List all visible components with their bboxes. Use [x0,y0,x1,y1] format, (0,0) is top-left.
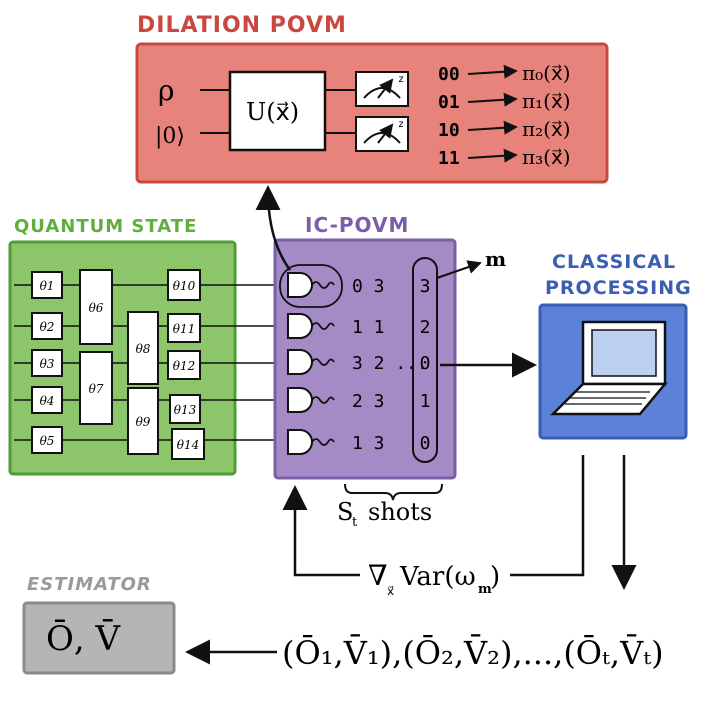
gate-box [167,350,201,380]
signal-squiggle [311,396,335,404]
shots-symbol: S [337,498,353,526]
outcome-row-text: 0 3 [352,276,385,297]
sequence-text: (Ō₁,V̄₁),(Ō₂,V̄₂),...,(Ōₜ,V̄ₜ) [282,634,664,672]
ket-zero-label: |0⟩ [155,124,185,149]
ic-povm-title: IC-POVM [305,213,409,237]
gate-box [167,269,201,301]
gate-box [127,311,159,385]
ic-povm-box [273,238,457,480]
outcome-pi: π₃(x⃗) [522,145,571,169]
outcome-row-text: 1 1 [352,317,385,338]
estimator-title: ESTIMATOR [27,574,152,595]
gate-box [79,351,113,425]
outcome-column-value: 3 [420,276,431,297]
outcome-column-value: 1 [420,391,431,412]
gate-label: θ1 [40,279,55,293]
signal-squiggle [311,322,335,330]
detector-icon [287,313,313,339]
outcome-pi: π₁(x⃗) [522,89,571,113]
gate-box [31,312,63,340]
svg-text:z: z [398,74,404,85]
gate-label: θ4 [40,394,55,408]
gate-box [169,394,201,424]
gate-box [31,386,63,414]
svg-text:z: z [398,119,404,130]
signal-squiggle [311,358,335,366]
meter-icon: z [355,71,409,107]
gate-label: θ6 [89,301,104,315]
m-label: m [485,247,506,271]
dilation-title: DILATION POVM [137,13,347,38]
outcome-bits: 11 [438,148,460,169]
gate-box [167,313,201,343]
meter-icon: z [355,116,409,152]
classical-title-line2: PROCESSING [545,277,692,299]
gate-label: θ9 [136,415,151,429]
gate-label: θ13 [174,403,197,417]
outcome-pi: π₂(x⃗) [522,117,571,141]
gradient-close: ) [490,562,500,592]
estimator-content: Ō, V̄ [46,618,121,659]
gate-label: θ3 [40,357,55,371]
rho-label: ρ [158,74,174,107]
gate-box [31,349,63,377]
outcome-column-oval [412,257,438,463]
gradient-var: Var(ω [399,562,476,592]
outcome-list: 00 π₀(x⃗) 01 π₁(x⃗) 10 π₂(x⃗) 11 π₃(x⃗) [438,61,571,169]
classical-title-line1: CLASSICAL [552,251,676,273]
gradient-subscript-m: m [478,582,492,597]
detector-icon [287,429,313,455]
outcome-row-text: 2 3 [352,391,385,412]
outcome-row-text: 1 3 [352,433,385,454]
shots-subscript: t [352,515,358,530]
detector-icon [287,272,313,298]
gate-label: θ2 [40,320,55,334]
outcome-bits: 10 [438,120,460,141]
outcome-row-text: 3 2 ... [352,353,428,374]
gate-box [127,387,159,455]
outcome-pi: π₀(x⃗) [522,61,571,85]
gate-label: θ5 [40,434,55,448]
circuit-gates: θ1 θ2 θ3 θ4 θ5 θ6 θ7 θ8 θ9 θ10 θ11 θ12 θ13 θ14 [31,269,205,460]
outcome-arrow [467,64,518,79]
gate-label: θ11 [173,322,196,336]
estimator-box [22,601,176,675]
gate-label: θ14 [177,438,200,452]
outcome-bits: 01 [438,92,460,113]
outcome-arrow [467,148,518,163]
outcome-column-value: 2 [420,317,431,338]
signal-squiggle [311,438,335,446]
outcome-bits: 00 [438,64,460,85]
laptop-icon [549,320,668,416]
shots-word: shots [368,498,432,526]
gradient-subscript: x⃗ [387,584,394,598]
outcome-column: 3 2 0 1 0 [420,276,431,454]
gate-label: θ10 [173,279,196,293]
feedback-line [510,455,585,577]
gate-box [31,271,63,299]
detector-icon [287,387,313,413]
shots-brace [344,483,443,501]
detector-icon [287,349,313,375]
gate-label: θ8 [136,342,151,356]
gate-box [171,428,205,460]
gate-box [79,269,113,345]
unitary-label: U(x⃗) [246,98,299,126]
unitary-box [228,70,327,152]
signal-squiggle [311,281,335,289]
ic-povm-rows: 0 3 1 1 3 2 ... 2 3 1 3 [279,264,428,455]
gradient-nabla: ∇ [368,559,388,592]
selected-detector-ring [279,264,343,308]
arrow-to-dilation [255,185,292,271]
gate-label: θ7 [89,382,104,396]
outcome-arrow [467,92,518,107]
gate-label: θ12 [173,359,196,373]
outcome-column-value: 0 [420,433,431,454]
gate-box [31,426,63,454]
outcome-arrow [467,120,518,135]
quantum-state-title: QUANTUM STATE [14,216,197,237]
outcome-column-value: 0 [420,353,431,374]
arrow-feedback-to-ic [282,485,360,577]
